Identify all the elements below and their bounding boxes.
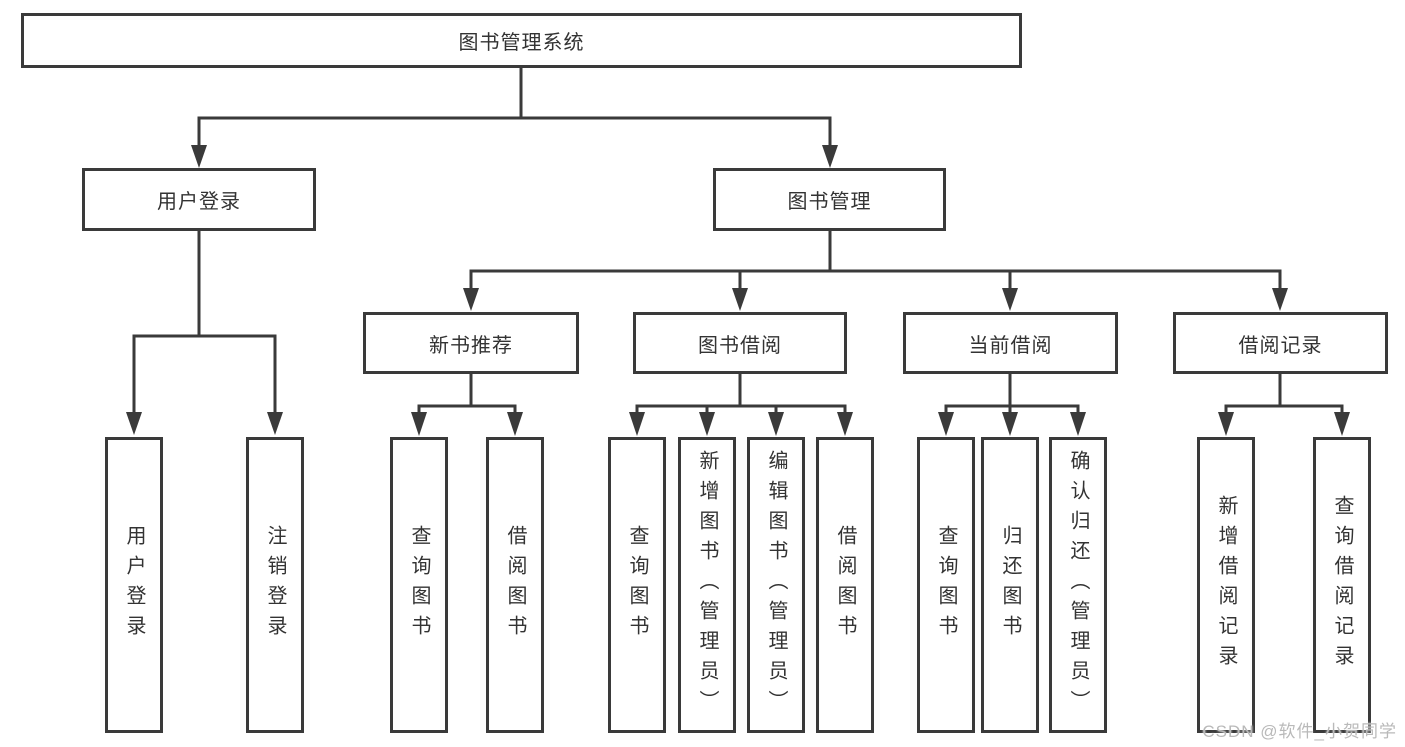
module-new-book-recommend-label: 新书推荐	[429, 334, 513, 357]
leaf-return-book: 归还图书	[981, 437, 1039, 733]
module-new-book-recommend: 新书推荐	[363, 312, 579, 374]
branch-user-login: 用户登录	[82, 168, 316, 231]
leaf-return-book-label: 归还图书	[999, 525, 1021, 645]
leaf-add-book-admin: 新增图书（管理员）	[678, 437, 736, 733]
leaf-edit-book-admin-label: 编辑图书（管理员）	[765, 450, 787, 720]
leaf-edit-book-admin: 编辑图书（管理员）	[747, 437, 805, 733]
module-current-borrow: 当前借阅	[903, 312, 1118, 374]
branch-user-login-label: 用户登录	[157, 191, 241, 213]
module-current-borrow-label: 当前借阅	[968, 334, 1053, 357]
root-node-library-system: 图书管理系统	[21, 13, 1022, 68]
leaf-user-login-label: 用户登录	[123, 525, 145, 645]
leaf-add-borrow-record: 新增借阅记录	[1197, 437, 1255, 733]
leaf-borrow-book: 借阅图书	[816, 437, 874, 733]
module-book-borrow: 图书借阅	[633, 312, 847, 374]
leaf-query-book-current: 查询图书	[917, 437, 975, 733]
branch-book-management-label: 图书管理	[787, 191, 872, 213]
leaf-query-book-borrow: 查询图书	[608, 437, 666, 733]
leaf-borrow-book-recommend-label: 借阅图书	[504, 525, 526, 645]
branch-book-management: 图书管理	[713, 168, 946, 231]
leaf-query-book-current-label: 查询图书	[935, 525, 957, 645]
leaf-query-book-borrow-label: 查询图书	[626, 525, 648, 645]
leaf-query-book-recommend-label: 查询图书	[408, 525, 430, 645]
leaf-query-borrow-record: 查询借阅记录	[1313, 437, 1371, 733]
leaf-confirm-return-admin-label: 确认归还（管理员）	[1067, 450, 1089, 720]
leaf-add-borrow-record-label: 新增借阅记录	[1215, 495, 1237, 675]
module-book-borrow-label: 图书借阅	[698, 334, 782, 357]
leaf-borrow-book-label: 借阅图书	[834, 525, 856, 645]
module-borrow-records-label: 借阅记录	[1238, 334, 1323, 357]
leaf-confirm-return-admin: 确认归还（管理员）	[1049, 437, 1107, 733]
leaf-logout-label: 注销登录	[264, 525, 286, 645]
leaf-add-book-admin-label: 新增图书（管理员）	[696, 450, 718, 720]
module-borrow-records: 借阅记录	[1173, 312, 1388, 374]
leaf-borrow-book-recommend: 借阅图书	[486, 437, 544, 733]
watermark: CSDN @软件_小贺同学	[1202, 722, 1397, 741]
leaf-query-book-recommend: 查询图书	[390, 437, 448, 733]
leaf-query-borrow-record-label: 查询借阅记录	[1331, 495, 1353, 675]
leaf-logout: 注销登录	[246, 437, 304, 733]
leaf-user-login: 用户登录	[105, 437, 163, 733]
root-node-label: 图书管理系统	[458, 32, 585, 54]
